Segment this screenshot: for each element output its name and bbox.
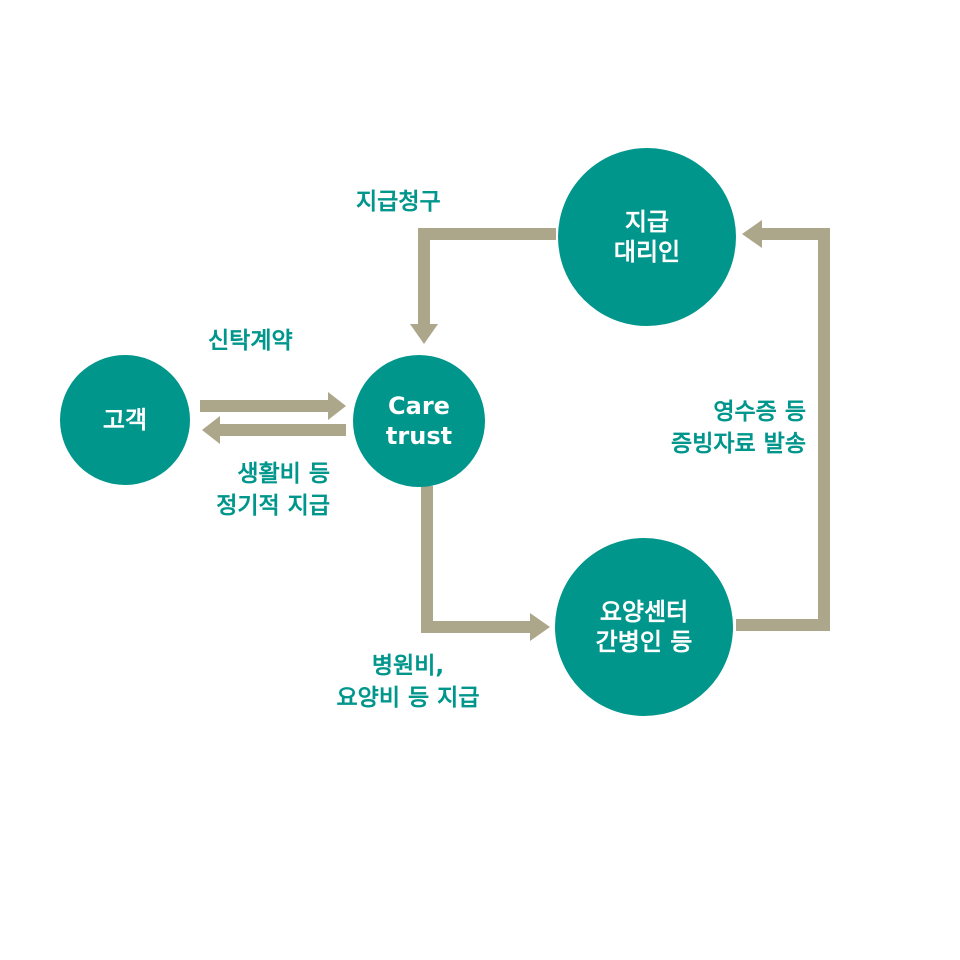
arrow-caretrust-to-center — [421, 486, 550, 641]
label-living-expense-line1: 생활비 등 — [237, 461, 330, 487]
label-receipt-line2: 증빙자료 발송 — [671, 431, 806, 457]
label-receipt: 영수증 등 증빙자료 발송 — [610, 396, 806, 460]
arrow-agent-to-caretrust — [410, 228, 556, 344]
arrow-customer-to-caretrust — [200, 392, 346, 420]
node-care-trust: Care trust — [353, 355, 485, 487]
label-hospital-fee-line2: 요양비 등 지급 — [336, 685, 480, 711]
node-care-trust-line2: trust — [385, 422, 453, 450]
arrow-caretrust-to-customer — [202, 416, 346, 444]
node-payment-agent-line2: 대리인 — [613, 238, 681, 266]
label-trust-contract-text: 신탁계약 — [208, 328, 293, 354]
label-living-expense: 생활비 등 정기적 지급 — [180, 458, 330, 522]
node-customer: 고객 — [60, 355, 190, 485]
label-hospital-fee-line1: 병원비, — [371, 653, 445, 679]
node-care-center-line2: 간병인 등 — [595, 628, 693, 656]
label-receipt-line1: 영수증 등 — [713, 399, 806, 425]
label-payment-claim: 지급청구 — [356, 186, 441, 218]
label-hospital-fee: 병원비, 요양비 등 지급 — [310, 650, 506, 714]
node-care-center: 요양센터 간병인 등 — [555, 538, 733, 716]
node-care-center-line1: 요양센터 — [599, 598, 689, 626]
node-payment-agent-line1: 지급 — [624, 208, 670, 236]
arrow-center-to-agent — [736, 220, 830, 631]
label-trust-contract: 신탁계약 — [208, 325, 293, 357]
node-payment-agent: 지급 대리인 — [558, 148, 736, 326]
label-living-expense-line2: 정기적 지급 — [216, 493, 330, 519]
node-care-trust-line1: Care — [388, 392, 450, 420]
node-customer-label: 고객 — [102, 406, 148, 434]
label-payment-claim-text: 지급청구 — [356, 189, 441, 215]
